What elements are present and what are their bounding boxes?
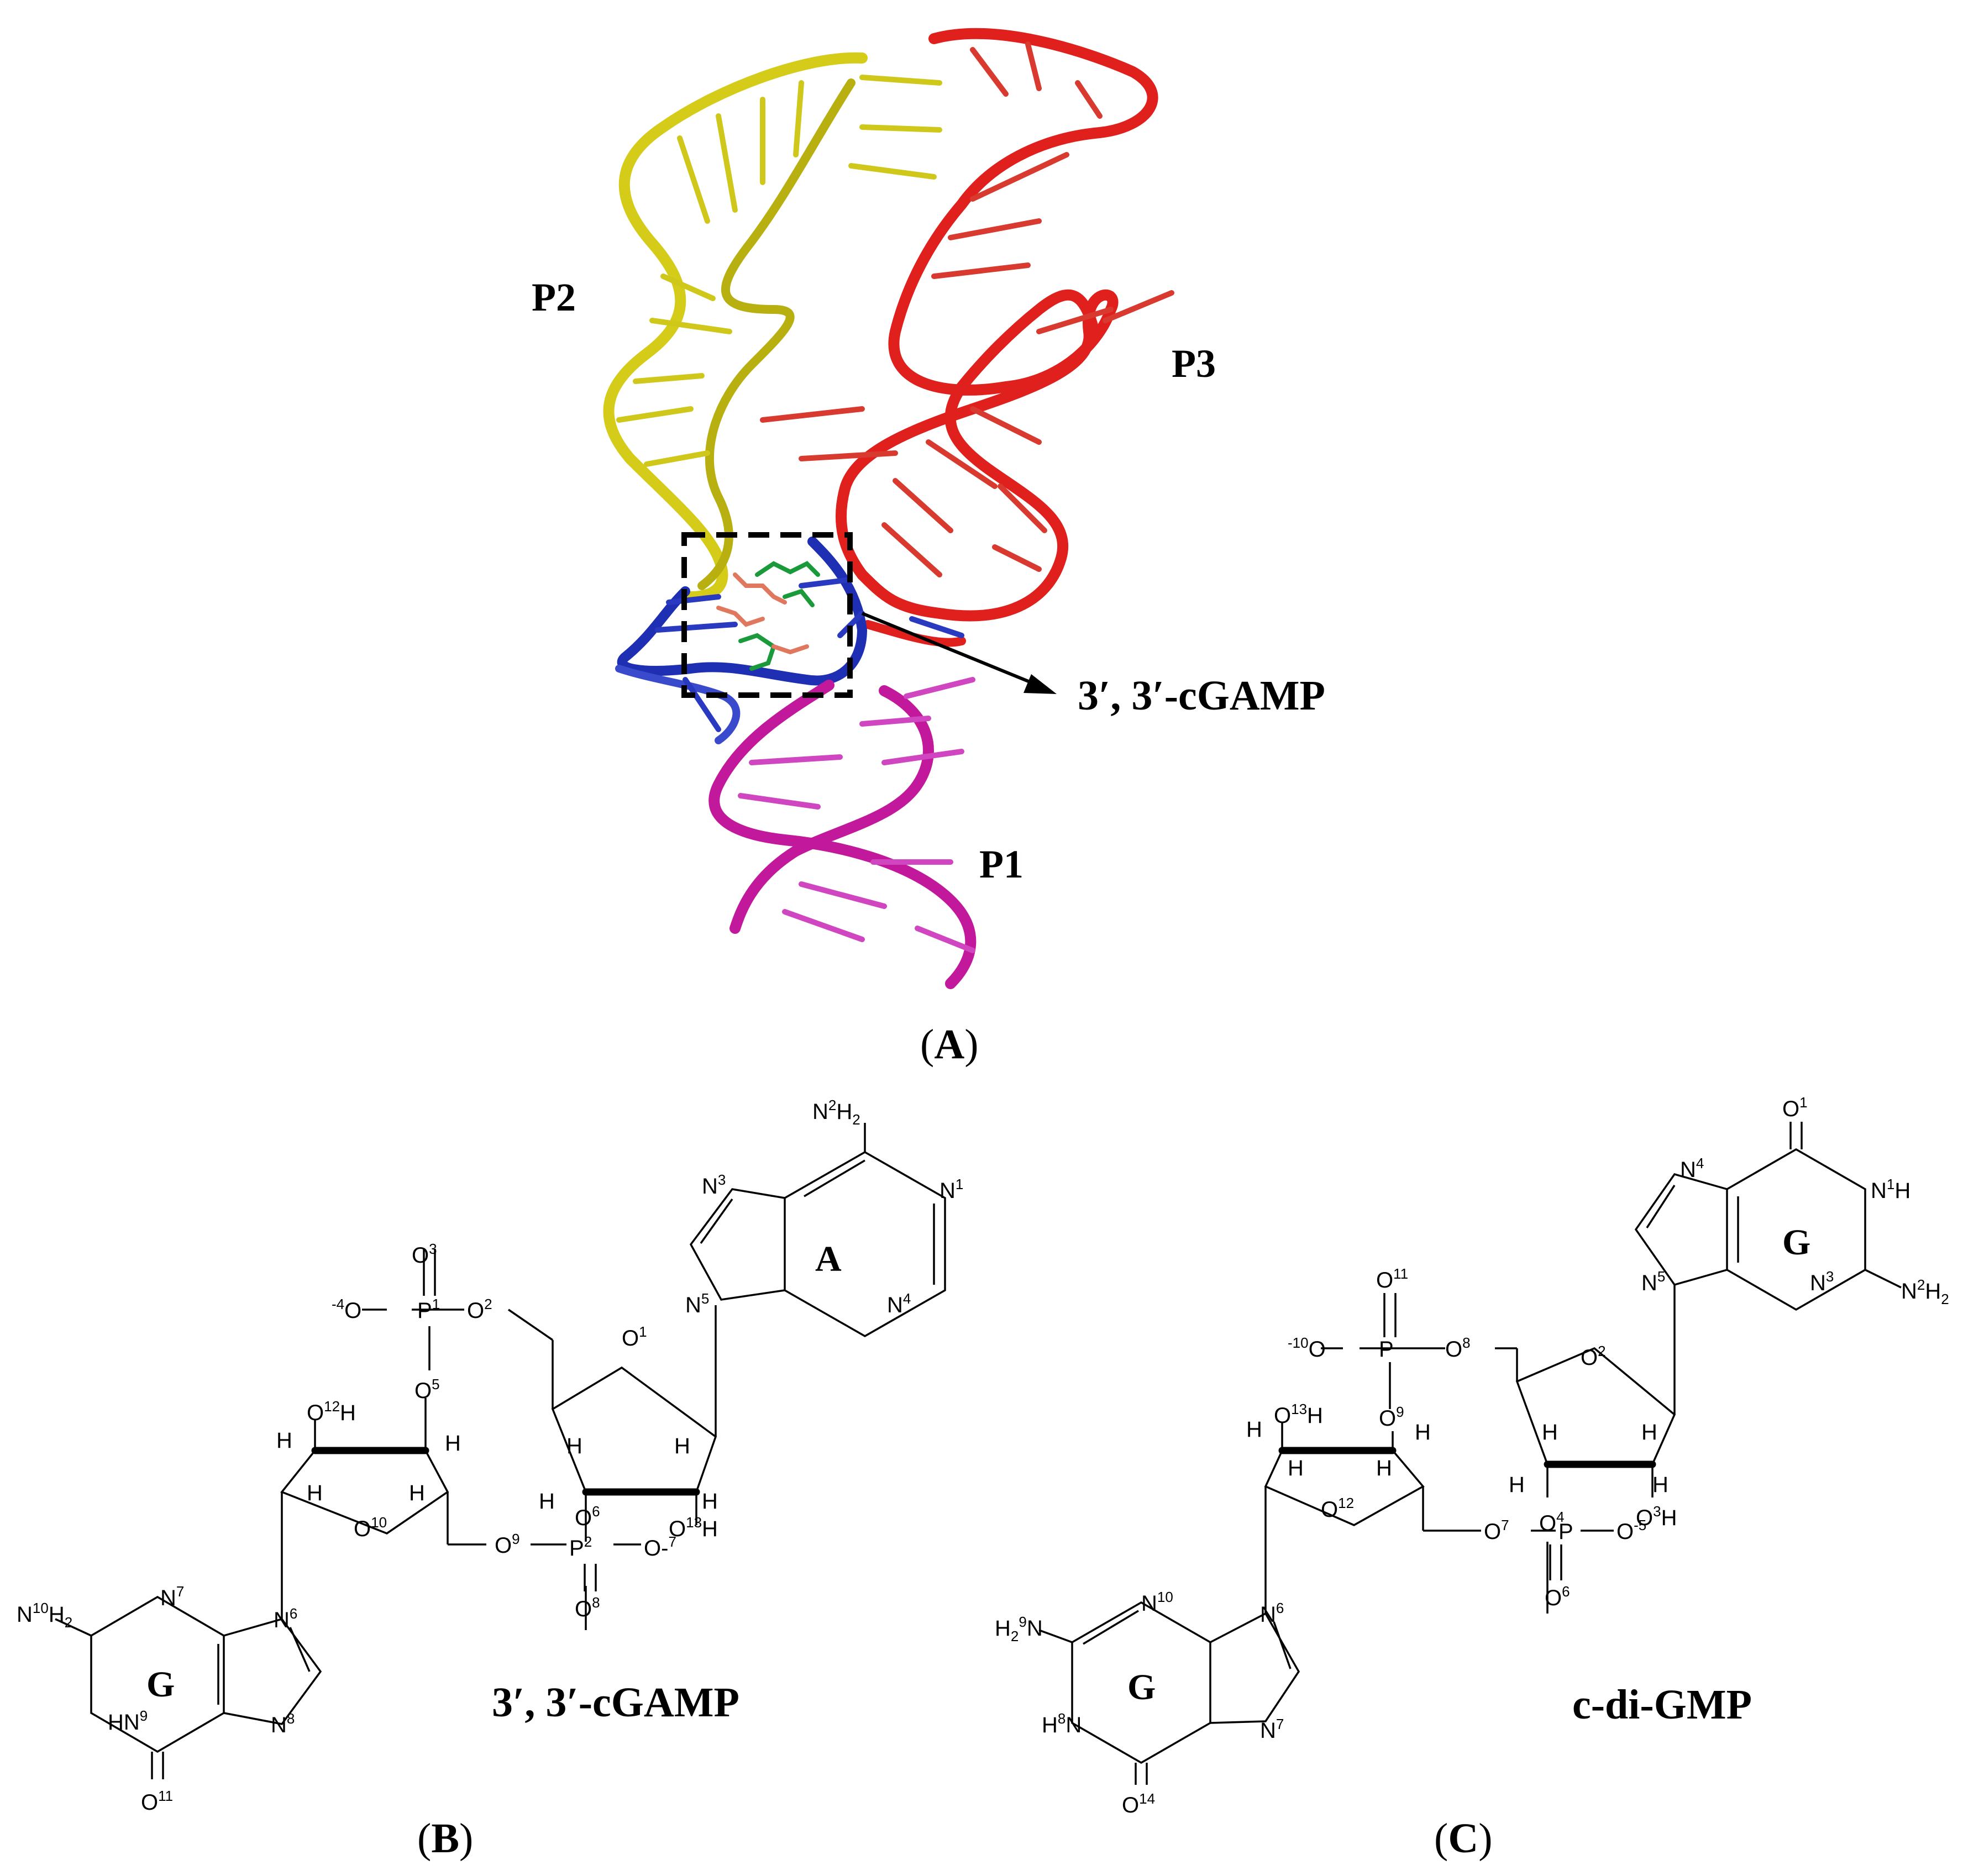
svg-text:N2H2: N2H2	[1901, 1276, 1949, 1307]
ligand-sticks	[716, 561, 820, 671]
svg-text:N3: N3	[702, 1171, 726, 1199]
molecule-name-b: 3′, 3′-cGAMP	[492, 1679, 739, 1726]
svg-text:O1: O1	[622, 1323, 647, 1350]
svg-text:H: H	[702, 1489, 718, 1514]
svg-text:N6: N6	[1260, 1600, 1284, 1627]
svg-text:H29N: H29N	[995, 1614, 1043, 1644]
svg-text:O9: O9	[1379, 1404, 1404, 1431]
svg-text:O11: O11	[1376, 1265, 1408, 1292]
svg-text:O-5: O-5	[1616, 1517, 1646, 1544]
svg-text:H: H	[1509, 1473, 1525, 1497]
svg-text:N8: N8	[271, 1710, 295, 1737]
svg-text:H: H	[539, 1489, 555, 1514]
panel-a-structure	[603, 28, 1174, 989]
svg-text:H: H	[409, 1481, 425, 1505]
svg-text:H: H	[1652, 1473, 1668, 1497]
svg-text:O14: O14	[1122, 1790, 1155, 1817]
svg-text:O13H: O13H	[669, 1514, 718, 1541]
panel-c-structure	[1038, 1122, 1902, 1785]
svg-text:N4: N4	[1680, 1155, 1704, 1182]
svg-text:H: H	[1542, 1420, 1558, 1444]
ring-letter-g-top: G	[1782, 1222, 1810, 1263]
svg-text:O-7: O-7	[644, 1533, 676, 1560]
svg-text:P: P	[1379, 1337, 1394, 1362]
svg-text:N10H2: N10H2	[17, 1600, 72, 1631]
svg-text:O5: O5	[414, 1376, 440, 1403]
svg-text:N6: N6	[274, 1605, 297, 1632]
svg-text:H: H	[1246, 1417, 1262, 1442]
svg-text:P: P	[1558, 1520, 1573, 1544]
svg-text:P1: P1	[417, 1296, 440, 1323]
svg-text:O2: O2	[1581, 1343, 1606, 1370]
svg-text:H: H	[566, 1434, 582, 1458]
svg-text:H8N: H8N	[1042, 1710, 1082, 1737]
ring-letter-g: G	[146, 1664, 175, 1705]
helix-p1	[708, 677, 977, 989]
ligand-arrow	[861, 612, 1057, 694]
helix-p3	[760, 28, 1174, 647]
svg-text:O11: O11	[141, 1788, 173, 1815]
svg-text:H: H	[445, 1431, 461, 1455]
svg-text:H: H	[1641, 1420, 1657, 1444]
svg-text:O12: O12	[1321, 1495, 1354, 1522]
svg-text:O2: O2	[467, 1296, 492, 1323]
svg-text:H: H	[1415, 1420, 1431, 1444]
svg-text:O6: O6	[1545, 1583, 1570, 1610]
svg-text:O10: O10	[354, 1514, 387, 1541]
svg-text:O8: O8	[575, 1594, 600, 1621]
svg-text:O3: O3	[412, 1241, 437, 1268]
svg-text:N2H2: N2H2	[812, 1097, 860, 1128]
svg-text:N1: N1	[939, 1176, 963, 1203]
svg-text:H: H	[1376, 1456, 1392, 1480]
helix-label-p2: P2	[532, 275, 576, 319]
ring-letter-g-bottom: G	[1127, 1667, 1156, 1707]
svg-text:O3H: O3H	[1636, 1503, 1677, 1530]
junction-core	[615, 537, 964, 744]
svg-text:O1: O1	[1782, 1094, 1808, 1121]
svg-text:N5: N5	[685, 1290, 709, 1317]
ring-letter-a: A	[815, 1239, 842, 1279]
svg-text:N4: N4	[887, 1290, 911, 1317]
svg-text:O6: O6	[575, 1503, 600, 1530]
panel-label-a: (A)	[920, 1021, 979, 1068]
helix-label-p1: P1	[979, 842, 1024, 886]
svg-text:N5: N5	[1641, 1268, 1665, 1295]
panel-label-c: (C)	[1434, 1815, 1493, 1862]
ligand-label: 3′, 3′-cGAMP	[1078, 672, 1325, 719]
binding-site-box	[681, 532, 853, 698]
svg-text:H: H	[276, 1428, 292, 1453]
panel-b-atom-labels: N2H2 N3 N1 N5 N4 O3 -4O P1 O2 O1 O5 O12H…	[17, 1097, 963, 1815]
panel-c-atom-labels: O1 N4 N1H N5 N3 N2H2 O11 -10O P O8 O2 O9…	[995, 1094, 1949, 1817]
svg-text:O12H: O12H	[307, 1398, 356, 1425]
svg-text:O9: O9	[495, 1531, 520, 1558]
svg-text:H: H	[307, 1481, 323, 1505]
svg-text:-10O: -10O	[1288, 1334, 1326, 1362]
svg-text:O8: O8	[1445, 1334, 1471, 1362]
svg-text:O7: O7	[1484, 1517, 1509, 1544]
molecule-name-c: c-di-GMP	[1572, 1681, 1752, 1728]
svg-text:HN9: HN9	[108, 1707, 148, 1735]
panel-b-structure	[55, 1123, 946, 1779]
svg-text:-4O: -4O	[332, 1296, 361, 1323]
svg-text:H: H	[1288, 1456, 1304, 1480]
svg-text:N7: N7	[1260, 1716, 1284, 1743]
svg-text:O13H: O13H	[1274, 1401, 1323, 1428]
svg-text:N7: N7	[160, 1583, 184, 1610]
svg-text:N3: N3	[1810, 1268, 1834, 1295]
svg-text:P2: P2	[569, 1533, 592, 1560]
helix-p2	[603, 52, 942, 602]
helix-label-p3: P3	[1172, 341, 1216, 386]
svg-text:H: H	[674, 1434, 690, 1458]
panel-label-b: (B)	[417, 1815, 473, 1862]
svg-text:N1H: N1H	[1871, 1176, 1910, 1203]
